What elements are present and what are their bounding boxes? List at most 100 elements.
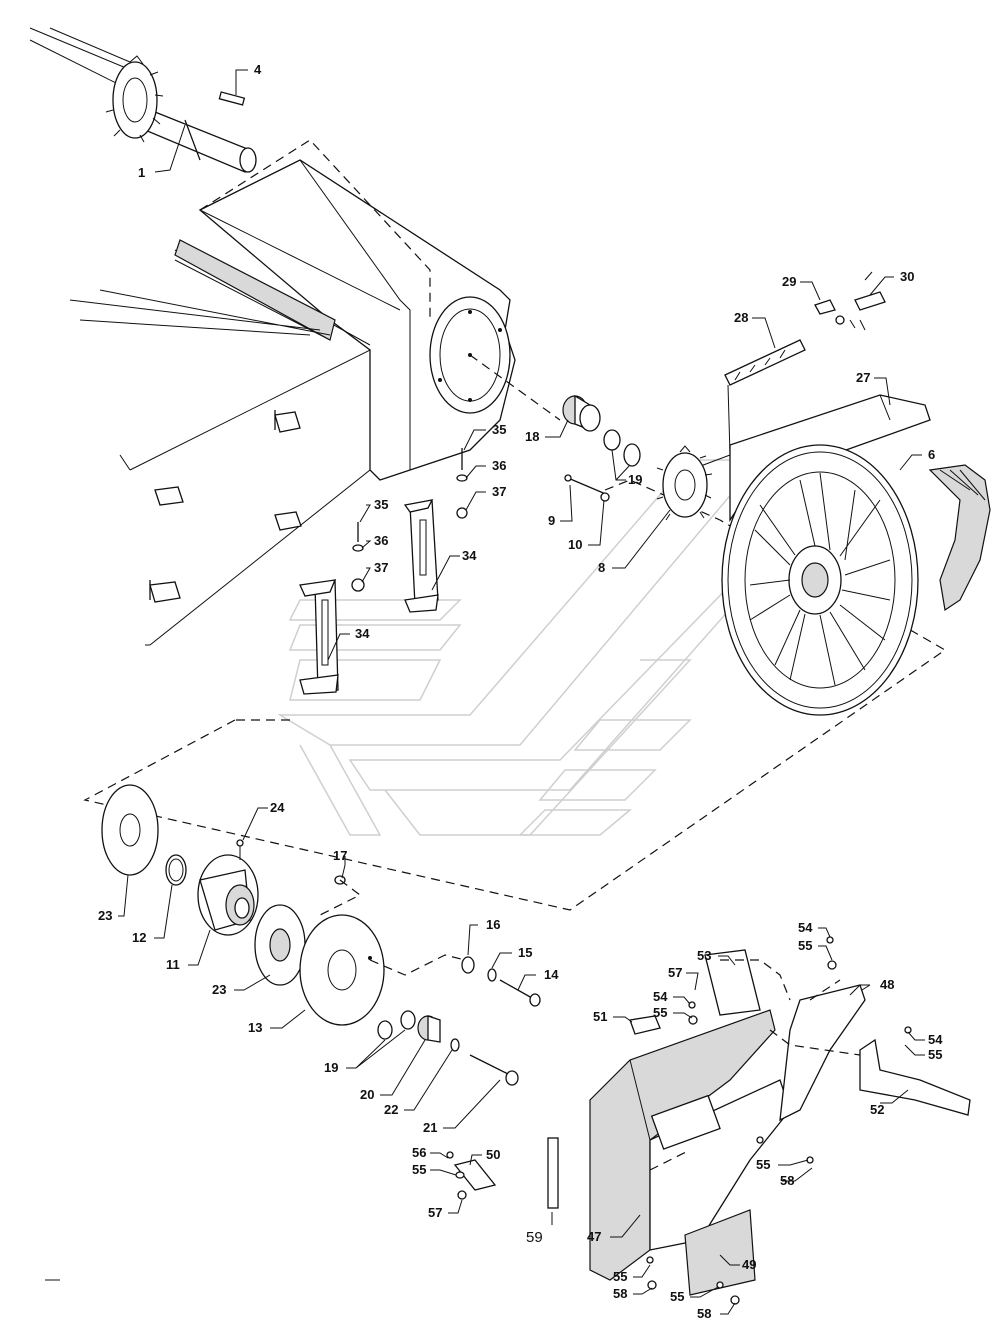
callout-55-c: 55 bbox=[653, 1005, 667, 1020]
plate-49 bbox=[684, 1209, 756, 1296]
callout-36-upper: 36 bbox=[492, 458, 506, 473]
shield-48 bbox=[779, 984, 866, 1122]
callout-12: 12 bbox=[132, 930, 146, 945]
callout-23-left: 23 bbox=[98, 908, 112, 923]
washer-23-left bbox=[101, 784, 159, 876]
clip-51 bbox=[629, 1015, 661, 1035]
callout-47: 47 bbox=[587, 1229, 601, 1244]
bracket-52 bbox=[859, 1038, 971, 1116]
callout-55-g: 55 bbox=[670, 1289, 684, 1304]
callout-52: 52 bbox=[870, 1102, 884, 1117]
guard-dashed-lines bbox=[649, 959, 861, 1171]
callout-35-lower: 35 bbox=[374, 497, 388, 512]
nut-10 bbox=[600, 492, 610, 502]
callout-15: 15 bbox=[518, 945, 532, 960]
callout-59: 59 bbox=[526, 1229, 543, 1246]
callout-54-a: 54 bbox=[798, 920, 813, 935]
callout-8: 8 bbox=[598, 560, 605, 575]
callout-54-c: 54 bbox=[928, 1032, 943, 1047]
washers-19-lower bbox=[377, 1010, 416, 1040]
frame-tabs bbox=[149, 410, 302, 603]
callout-55-a: 55 bbox=[412, 1162, 426, 1177]
callout-11: 11 bbox=[166, 957, 180, 972]
grease-fitting-24 bbox=[236, 839, 244, 860]
callout-53: 53 bbox=[697, 948, 711, 963]
callout-24: 24 bbox=[270, 800, 285, 815]
pulley-6 bbox=[721, 444, 919, 716]
washers-19-upper bbox=[603, 429, 641, 467]
upper-dashed-outline bbox=[83, 139, 947, 911]
callout-6: 6 bbox=[928, 447, 935, 462]
callout-51: 51 bbox=[593, 1009, 607, 1024]
belt-pack bbox=[928, 464, 991, 612]
fuse-59 bbox=[547, 1137, 559, 1209]
callout-34-upper: 34 bbox=[462, 548, 477, 563]
callout-35-upper: 35 bbox=[492, 422, 506, 437]
drive-belt-27 bbox=[729, 394, 931, 523]
callout-19-upper: 19 bbox=[628, 472, 642, 487]
drive-sprocket-top bbox=[105, 55, 164, 143]
callout-48: 48 bbox=[880, 977, 894, 992]
bracket-50 bbox=[446, 1151, 497, 1200]
chain-link-30 bbox=[849, 271, 886, 331]
callout-55-d: 55 bbox=[928, 1047, 942, 1062]
bracket-53 bbox=[704, 949, 761, 1016]
callout-27: 27 bbox=[856, 370, 870, 385]
fasteners-35-37-lower bbox=[351, 522, 365, 592]
callout-19-lower: 19 bbox=[324, 1060, 338, 1075]
bracket-34-upper bbox=[403, 499, 439, 613]
callout-17: 17 bbox=[333, 848, 347, 863]
plate-13 bbox=[299, 914, 385, 1026]
callout-23-right: 23 bbox=[212, 982, 226, 997]
callouts: 1 4 29 30 28 27 6 18 19 9 10 8 35 36 37 … bbox=[98, 62, 943, 1321]
fasteners-35-37-upper bbox=[456, 448, 468, 519]
ring-12 bbox=[165, 854, 187, 886]
callout-4: 4 bbox=[254, 62, 262, 77]
bracket-34-lower bbox=[299, 579, 339, 695]
callout-37-upper: 37 bbox=[492, 484, 506, 499]
callout-58-b: 58 bbox=[613, 1286, 627, 1301]
callout-57-b: 57 bbox=[668, 965, 682, 980]
callout-18: 18 bbox=[525, 429, 539, 444]
spacer-20-washer-22-bolt-21 bbox=[417, 1015, 519, 1086]
callout-55-f: 55 bbox=[613, 1269, 627, 1284]
callout-28: 28 bbox=[734, 310, 748, 325]
callout-29: 29 bbox=[782, 274, 796, 289]
spacer-18 bbox=[562, 394, 601, 432]
callout-30: 30 bbox=[900, 269, 914, 284]
drive-shaft bbox=[29, 27, 257, 173]
bolt-9 bbox=[564, 474, 609, 496]
callout-55-b: 55 bbox=[798, 938, 812, 953]
header-frame bbox=[69, 159, 516, 646]
callout-22: 22 bbox=[384, 1102, 398, 1117]
callout-16: 16 bbox=[486, 917, 500, 932]
callout-36-lower: 36 bbox=[374, 533, 388, 548]
lower-dashed-outline bbox=[319, 879, 466, 976]
callout-58-c: 58 bbox=[697, 1306, 711, 1321]
guard-47 bbox=[589, 1009, 791, 1281]
callout-57-a: 57 bbox=[428, 1205, 442, 1220]
callout-54-b: 54 bbox=[653, 989, 668, 1004]
callout-21: 21 bbox=[423, 1120, 437, 1135]
callout-50: 50 bbox=[486, 1147, 500, 1162]
shaft-key bbox=[218, 91, 246, 106]
callout-14: 14 bbox=[544, 967, 559, 982]
callout-34-lower: 34 bbox=[355, 626, 370, 641]
guard-fasteners bbox=[646, 936, 912, 1305]
hub-11 bbox=[197, 854, 259, 936]
washer-23-right bbox=[254, 904, 306, 986]
callout-1: 1 bbox=[138, 165, 145, 180]
callout-20: 20 bbox=[360, 1087, 374, 1102]
callout-37-lower: 37 bbox=[374, 560, 388, 575]
callout-9: 9 bbox=[548, 513, 555, 528]
leader-lines bbox=[118, 69, 925, 1315]
callout-49: 49 bbox=[742, 1257, 756, 1272]
chain-link-29 bbox=[814, 299, 845, 325]
callout-10: 10 bbox=[568, 537, 582, 552]
callout-55-e: 55 bbox=[756, 1157, 770, 1172]
spacer-16-washer-15-bolt-14 bbox=[461, 956, 541, 1007]
callout-13: 13 bbox=[248, 1020, 262, 1035]
callout-58-a: 58 bbox=[780, 1173, 794, 1188]
driven-sprocket-8 bbox=[656, 445, 713, 521]
